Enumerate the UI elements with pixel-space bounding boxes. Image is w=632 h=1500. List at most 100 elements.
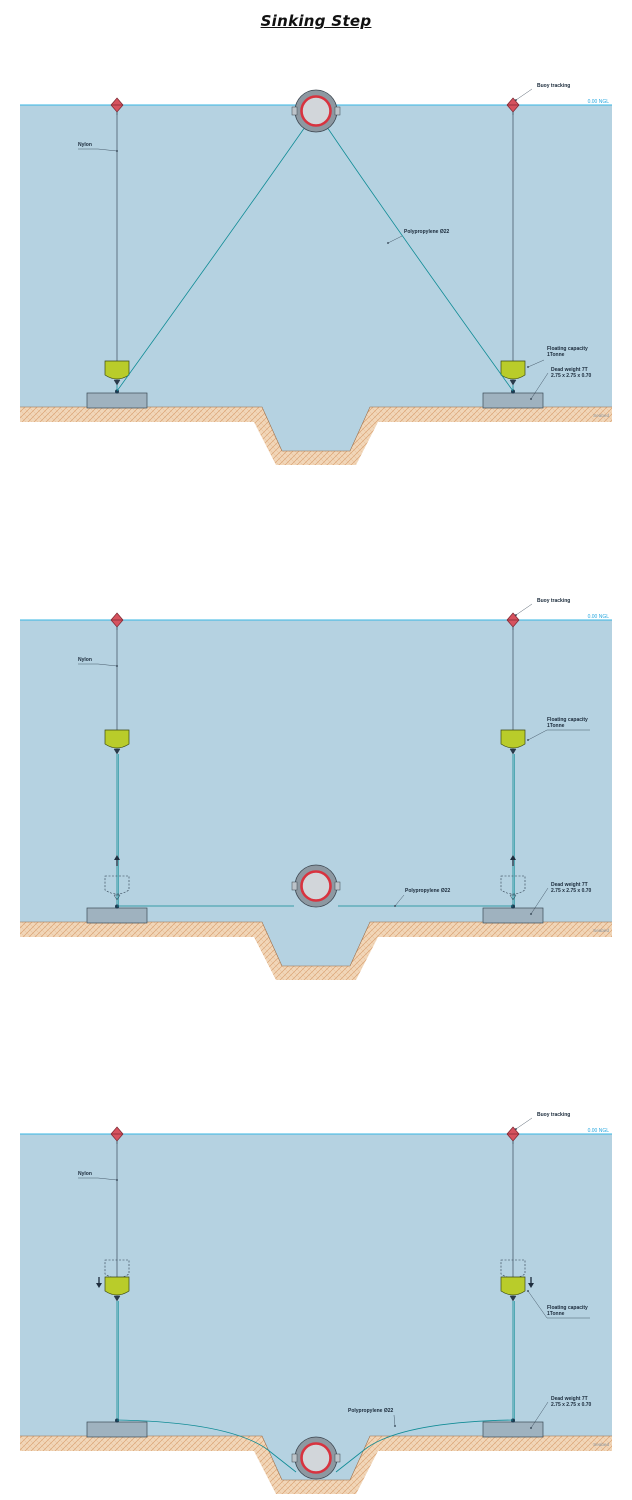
pipe-ring [300,95,332,127]
leader-dot [387,242,389,244]
water-body [20,1134,612,1480]
leader-dot [116,665,118,667]
leader-line [387,235,403,244]
seabed-line [20,921,612,967]
pipe-lug-left [291,106,298,116]
pipe-ring [300,870,332,902]
pipe-lug-left [291,1453,298,1463]
leader-dot [527,1290,529,1292]
seabed-line [20,406,612,452]
float-body [104,729,130,749]
dead-weight [86,389,148,409]
floating-capacity-value: 1Tonne [547,1311,565,1317]
arrow-head [114,855,120,860]
float-connector [509,379,517,386]
pipe-lug-right [334,106,341,116]
leader-line [527,729,590,741]
leader-line [527,1290,590,1319]
dead-weight-block [86,392,148,409]
float-ghost [500,875,526,901]
pipe-ring [300,1442,332,1474]
leader-line [78,663,118,667]
seabed-line [20,1435,612,1481]
leader-dot [527,739,529,741]
arrow-head [528,1283,534,1288]
arrow-down-icon [528,1277,534,1288]
float-connector [509,1295,517,1302]
dead-weight-dims: 2.75 x 2.75 x 0.70 [551,373,592,379]
leader-line [515,88,533,101]
dead-weight-block [86,907,148,924]
dead-weight-block [482,1421,544,1438]
buoy-marker [110,612,124,630]
float-buoy [500,1276,526,1302]
float-buoy [104,1276,130,1302]
float-connector [113,894,121,901]
float-body [500,1276,526,1296]
seabed [20,1436,612,1494]
buoy-marker [110,1126,124,1144]
float-buoy [104,729,130,755]
buoy-tracking-label: Buoy tracking [537,598,570,604]
floating-capacity-value: 1Tonne [547,352,565,358]
seabed-label: Seabed [593,928,609,933]
leader-dot [515,99,517,101]
polypropylene-line-right [326,126,514,392]
leader-line [530,887,549,915]
polypropylene-line-left [116,1419,297,1473]
leader-line [393,1414,396,1427]
floating-capacity-label: Floating capacity [547,1305,588,1311]
ngl-label: 0.00 NGL [588,1128,610,1134]
polypropylene-label: Polypropylene Ø22 [348,1408,394,1414]
leader-line [530,1401,549,1429]
float-connector [113,1295,121,1302]
dead-weight-block [86,1421,148,1438]
page-title: Sinking Step [260,12,372,30]
dead-weight-block [482,907,544,924]
buoy-marker [506,97,520,115]
dead-weight-label: Dead weight 7T [551,1396,588,1402]
polypropylene-label: Polypropylene Ø22 [404,229,450,235]
float-connector [113,748,121,755]
float-ghost [104,875,130,901]
dead-weight [482,1418,544,1438]
float-body [104,1276,130,1296]
pipe-lug-right [334,1453,341,1463]
dead-weight-dims: 2.75 x 2.75 x 0.70 [551,1402,592,1408]
dead-weight-label: Dead weight 7T [551,367,588,373]
pipe-section [291,1436,341,1480]
floating-capacity-label: Floating capacity [547,717,588,723]
water-body [20,105,612,451]
leader-dot [515,614,517,616]
pipe-section [291,89,341,133]
pipe-lug-left [291,881,298,891]
leader-dot [527,366,529,368]
dead-weight-eye [511,1418,515,1423]
arrow-head [510,855,516,860]
dead-weight-eye [115,1418,119,1423]
seabed-label: Seabed [593,413,609,418]
dead-weight [86,904,148,924]
buoy-tracking-label: Buoy tracking [537,83,570,89]
leader-line [515,1117,533,1130]
leader-dot [515,1128,517,1130]
dead-weight-eye [115,389,119,394]
buoy-marker [110,97,124,115]
leader-line [78,1177,118,1181]
leader-dot [116,1179,118,1181]
leader-dot [530,1427,532,1429]
arrow-down-icon [96,1277,102,1288]
dead-weight-eye [115,904,119,909]
arrow-head [96,1283,102,1288]
dead-weight-label: Dead weight 7T [551,882,588,888]
arrow-up-icon [114,855,120,866]
dead-weight [482,389,544,409]
leader-line [78,148,118,152]
leader-dot [394,905,396,907]
ngl-label: 0.00 NGL [588,614,610,620]
leader-dot [116,150,118,152]
dead-weight [482,904,544,924]
floating-capacity-label: Floating capacity [547,346,588,352]
dead-weight-eye [511,389,515,394]
leader-dot [530,398,532,400]
